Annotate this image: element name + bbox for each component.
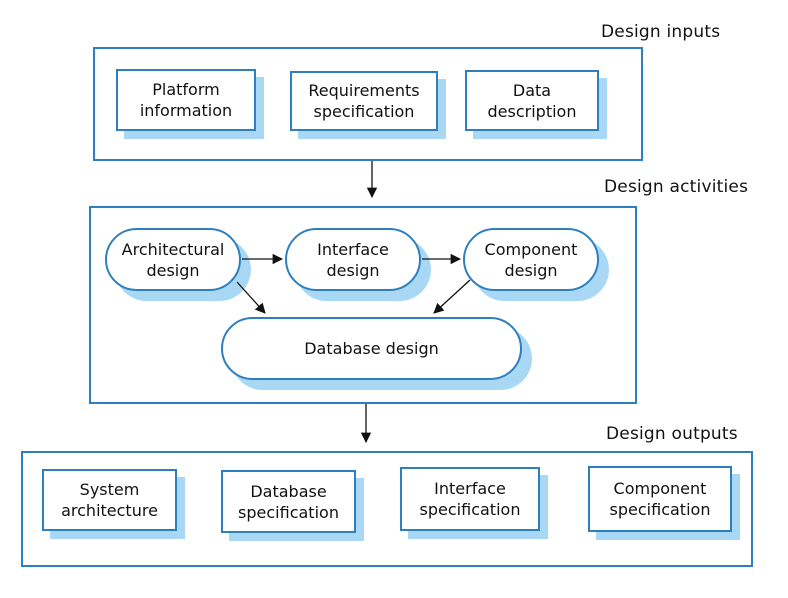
output-interface-specification-text: Interface specification: [419, 479, 521, 519]
output-component-specification-text: Component specification: [609, 479, 711, 519]
activity-database-design: Database design: [221, 317, 522, 380]
activity-architectural-design-text: Architectural design: [121, 239, 225, 280]
activity-interface-design-text: Interface design: [317, 239, 389, 280]
activity-component-design: Component design: [463, 228, 599, 291]
output-database-specification-text: Database specification: [238, 481, 339, 522]
input-data-description: Data description: [465, 70, 599, 131]
output-system-architecture: System architecture: [42, 469, 177, 531]
input-requirements-specification-text: Requirements specification: [308, 81, 420, 121]
input-platform-information: Platform information: [116, 69, 256, 131]
output-component-specification: Component specification: [588, 466, 732, 532]
input-platform-information-text: Platform information: [139, 80, 233, 120]
design-inputs-label: Design inputs: [601, 22, 721, 42]
output-database-specification: Database specification: [221, 470, 356, 533]
activity-architectural-design: Architectural design: [105, 228, 241, 291]
output-system-architecture-text: System architecture: [61, 480, 158, 520]
input-requirements-specification: Requirements specification: [290, 71, 438, 131]
activity-component-design-text: Component design: [484, 239, 578, 280]
input-data-description-text: Data description: [487, 80, 577, 121]
design-outputs-label: Design outputs: [606, 424, 738, 444]
output-interface-specification: Interface specification: [400, 467, 540, 531]
design-activities-label: Design activities: [604, 177, 749, 197]
activity-interface-design: Interface design: [285, 228, 421, 291]
activity-database-design-text: Database design: [304, 339, 439, 358]
